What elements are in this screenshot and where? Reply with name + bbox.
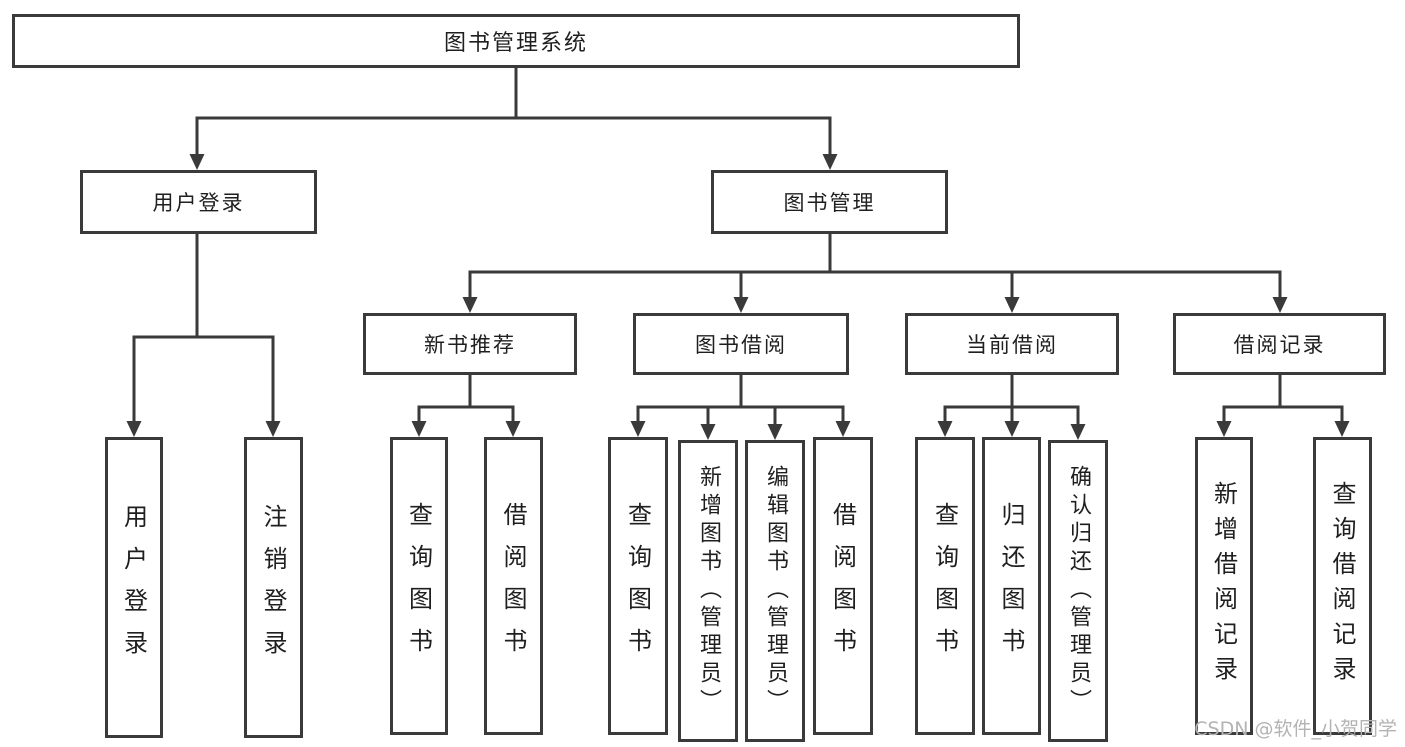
watermark-text: CSDN @软件_小贺同学 [1194,718,1397,740]
leaf-edit-book-admin-label: 编辑图书（管理员） [763,465,788,717]
node-new-book-recommend: 新书推荐 [363,313,577,375]
leaf-edit-book-admin: 编辑图书（管理员） [745,440,805,742]
node-current-borrow-label: 当前借阅 [966,333,1058,357]
leaf-query-book-borrow: 查询图书 [608,437,668,735]
leaf-add-borrow-record: 新增借阅记录 [1195,437,1253,735]
node-user-login: 用户登录 [80,170,317,234]
node-book-borrow: 图书借阅 [633,313,849,375]
leaf-user-login: 用户登录 [105,437,163,738]
leaf-query-book-borrow-label: 查询图书 [623,502,652,670]
node-book-borrow-label: 图书借阅 [695,333,787,357]
leaf-add-borrow-record-label: 新增借阅记录 [1209,481,1238,691]
arrowheads [126,154,1350,440]
node-root-label: 图书管理系统 [443,31,588,56]
tree-edges [132,66,1344,428]
leaf-borrow-book-borrow-label: 借阅图书 [828,502,857,670]
leaf-logout-label: 注销登录 [259,503,287,672]
leaf-user-login-label: 用户登录 [119,503,148,672]
leaf-query-borrow-record-label: 查询借阅记录 [1328,481,1356,691]
leaf-add-book-admin: 新增图书（管理员） [678,440,738,742]
leaf-borrow-book-recommend-label: 借阅图书 [499,502,527,670]
leaf-return-book-label: 归还图书 [997,502,1025,670]
leaf-confirm-return-admin-label: 确认归还（管理员） [1066,465,1091,717]
leaf-query-book-recommend: 查询图书 [390,437,448,735]
leaf-confirm-return-admin: 确认归还（管理员） [1048,440,1108,742]
node-current-borrow: 当前借阅 [905,313,1119,375]
node-book-management-label: 图书管理 [783,191,876,215]
leaf-borrow-book-borrow: 借阅图书 [813,437,873,735]
node-user-login-label: 用户登录 [152,191,245,215]
node-book-management: 图书管理 [711,170,948,234]
leaf-return-book: 归还图书 [982,437,1041,735]
leaf-borrow-book-recommend: 借阅图书 [484,437,543,735]
node-borrow-record-label: 借阅记录 [1233,333,1326,357]
node-borrow-record: 借阅记录 [1173,313,1386,375]
leaf-query-book-current-label: 查询图书 [930,502,959,670]
leaf-logout: 注销登录 [244,437,303,738]
leaf-query-borrow-record: 查询借阅记录 [1313,437,1372,735]
leaf-query-book-recommend-label: 查询图书 [404,502,433,670]
leaf-query-book-current: 查询图书 [915,437,975,735]
leaf-add-book-admin-label: 新增图书（管理员） [696,465,721,717]
node-root: 图书管理系统 [12,14,1020,68]
node-new-book-recommend-label: 新书推荐 [424,333,516,357]
